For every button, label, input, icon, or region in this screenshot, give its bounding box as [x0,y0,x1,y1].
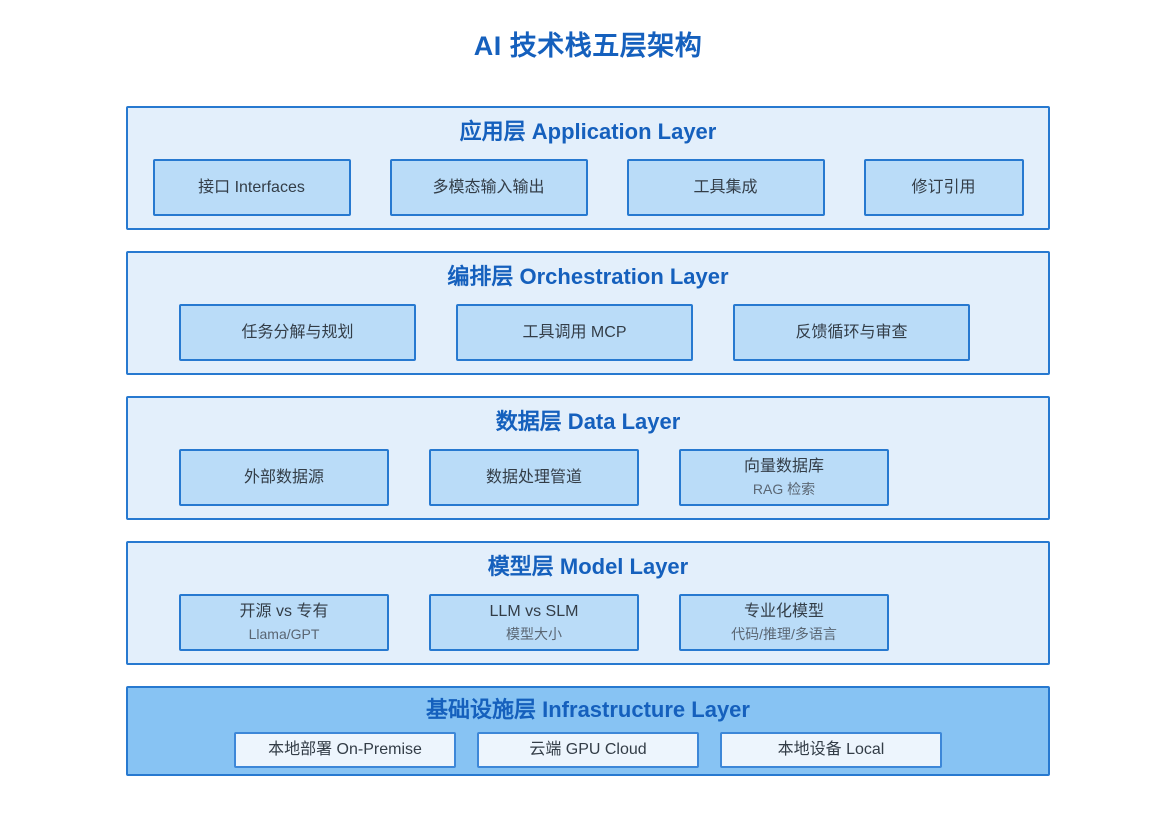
box-interfaces-label: 接口 Interfaces [198,178,305,196]
box-on-premise: 本地部署 On-Premise [234,732,456,768]
box-vector-database-label: 向量数据库 [743,458,824,475]
layer-application: 应用层 Application Layer 接口 Interfaces 多模态输… [126,106,1050,230]
layer-data-title: 数据层 Data Layer [495,409,681,434]
box-interfaces: 接口 Interfaces [152,159,351,216]
box-llm-vs-slm: LLM vs SLM 模型大小 [429,594,639,651]
box-data-processing-pipeline-label: 数据处理管道 [485,468,582,486]
box-open-vs-proprietary-label: 开源 vs 专有 [239,603,329,620]
box-tool-integration: 工具集成 [626,159,825,216]
box-local-devices: 本地设备 Local [720,732,942,768]
box-on-premise-label: 本地部署 On-Premise [268,741,422,758]
box-multimodal-io-label: 多模态输入输出 [432,178,545,196]
box-external-data-sources-label: 外部数据源 [243,468,324,486]
box-specialized-models-label: 专业化模型 [743,603,824,620]
layer-infrastructure-title: 基础设施层 Infrastructure Layer [426,697,750,722]
box-tool-calling-mcp: 工具调用 MCP [456,304,693,361]
box-local-devices-label: 本地设备 Local [777,741,885,758]
box-external-data-sources: 外部数据源 [179,449,389,506]
box-open-vs-proprietary: 开源 vs 专有 Llama/GPT [179,594,389,651]
box-task-decomposition-label: 任务分解与规划 [241,323,354,341]
layer-model-title: 模型层 Model Layer [487,554,689,579]
layer-application-boxes: 接口 Interfaces 多模态输入输出 工具集成 修订引用 [128,159,1048,216]
box-task-decomposition: 任务分解与规划 [179,304,416,361]
layer-model-boxes: 开源 vs 专有 Llama/GPT LLM vs SLM 模型大小 专业化模型… [128,594,1048,651]
box-gpu-cloud: 云端 GPU Cloud [477,732,699,768]
layer-data-boxes: 外部数据源 数据处理管道 向量数据库 RAG 检索 [128,449,1048,506]
box-vector-database-sublabel: RAG 检索 [752,481,816,497]
diagram-wrapper: AI 技术栈五层架构 应用层 Application Layer 接口 Inte… [126,30,1050,776]
layer-infrastructure-boxes: 本地部署 On-Premise 云端 GPU Cloud 本地设备 Local [128,732,1048,768]
box-feedback-loop-review: 反馈循环与审查 [733,304,970,361]
box-llm-vs-slm-sublabel: 模型大小 [506,626,562,642]
box-gpu-cloud-label: 云端 GPU Cloud [529,741,647,758]
box-specialized-models: 专业化模型 代码/推理/多语言 [679,594,889,651]
layer-orchestration: 编排层 Orchestration Layer 任务分解与规划 工具调用 MCP… [126,251,1050,375]
page-title: AI 技术栈五层架构 [473,31,703,61]
box-vector-database: 向量数据库 RAG 检索 [679,449,889,506]
box-tool-integration-label: 工具集成 [693,178,758,196]
box-revision-citation-label: 修订引用 [911,178,976,196]
architecture-stack: 应用层 Application Layer 接口 Interfaces 多模态输… [126,106,1050,776]
layer-orchestration-boxes: 任务分解与规划 工具调用 MCP 反馈循环与审查 [128,304,1048,361]
layer-infrastructure: 基础设施层 Infrastructure Layer 本地部署 On-Premi… [126,686,1050,776]
layer-application-title: 应用层 Application Layer [459,119,717,144]
box-open-vs-proprietary-sublabel: Llama/GPT [248,626,320,642]
box-tool-calling-mcp-label: 工具调用 MCP [522,323,627,341]
box-multimodal-io: 多模态输入输出 [389,159,588,216]
layer-data: 数据层 Data Layer 外部数据源 数据处理管道 向量数据库 RAG 检索 [126,396,1050,520]
layer-orchestration-title: 编排层 Orchestration Layer [447,264,729,289]
box-feedback-loop-review-label: 反馈循环与审查 [795,323,908,341]
box-specialized-models-sublabel: 代码/推理/多语言 [731,626,837,642]
box-data-processing-pipeline: 数据处理管道 [429,449,639,506]
box-revision-citation: 修订引用 [863,159,1024,216]
box-llm-vs-slm-label: LLM vs SLM [489,603,579,620]
layer-model: 模型层 Model Layer 开源 vs 专有 Llama/GPT LLM v… [126,541,1050,665]
